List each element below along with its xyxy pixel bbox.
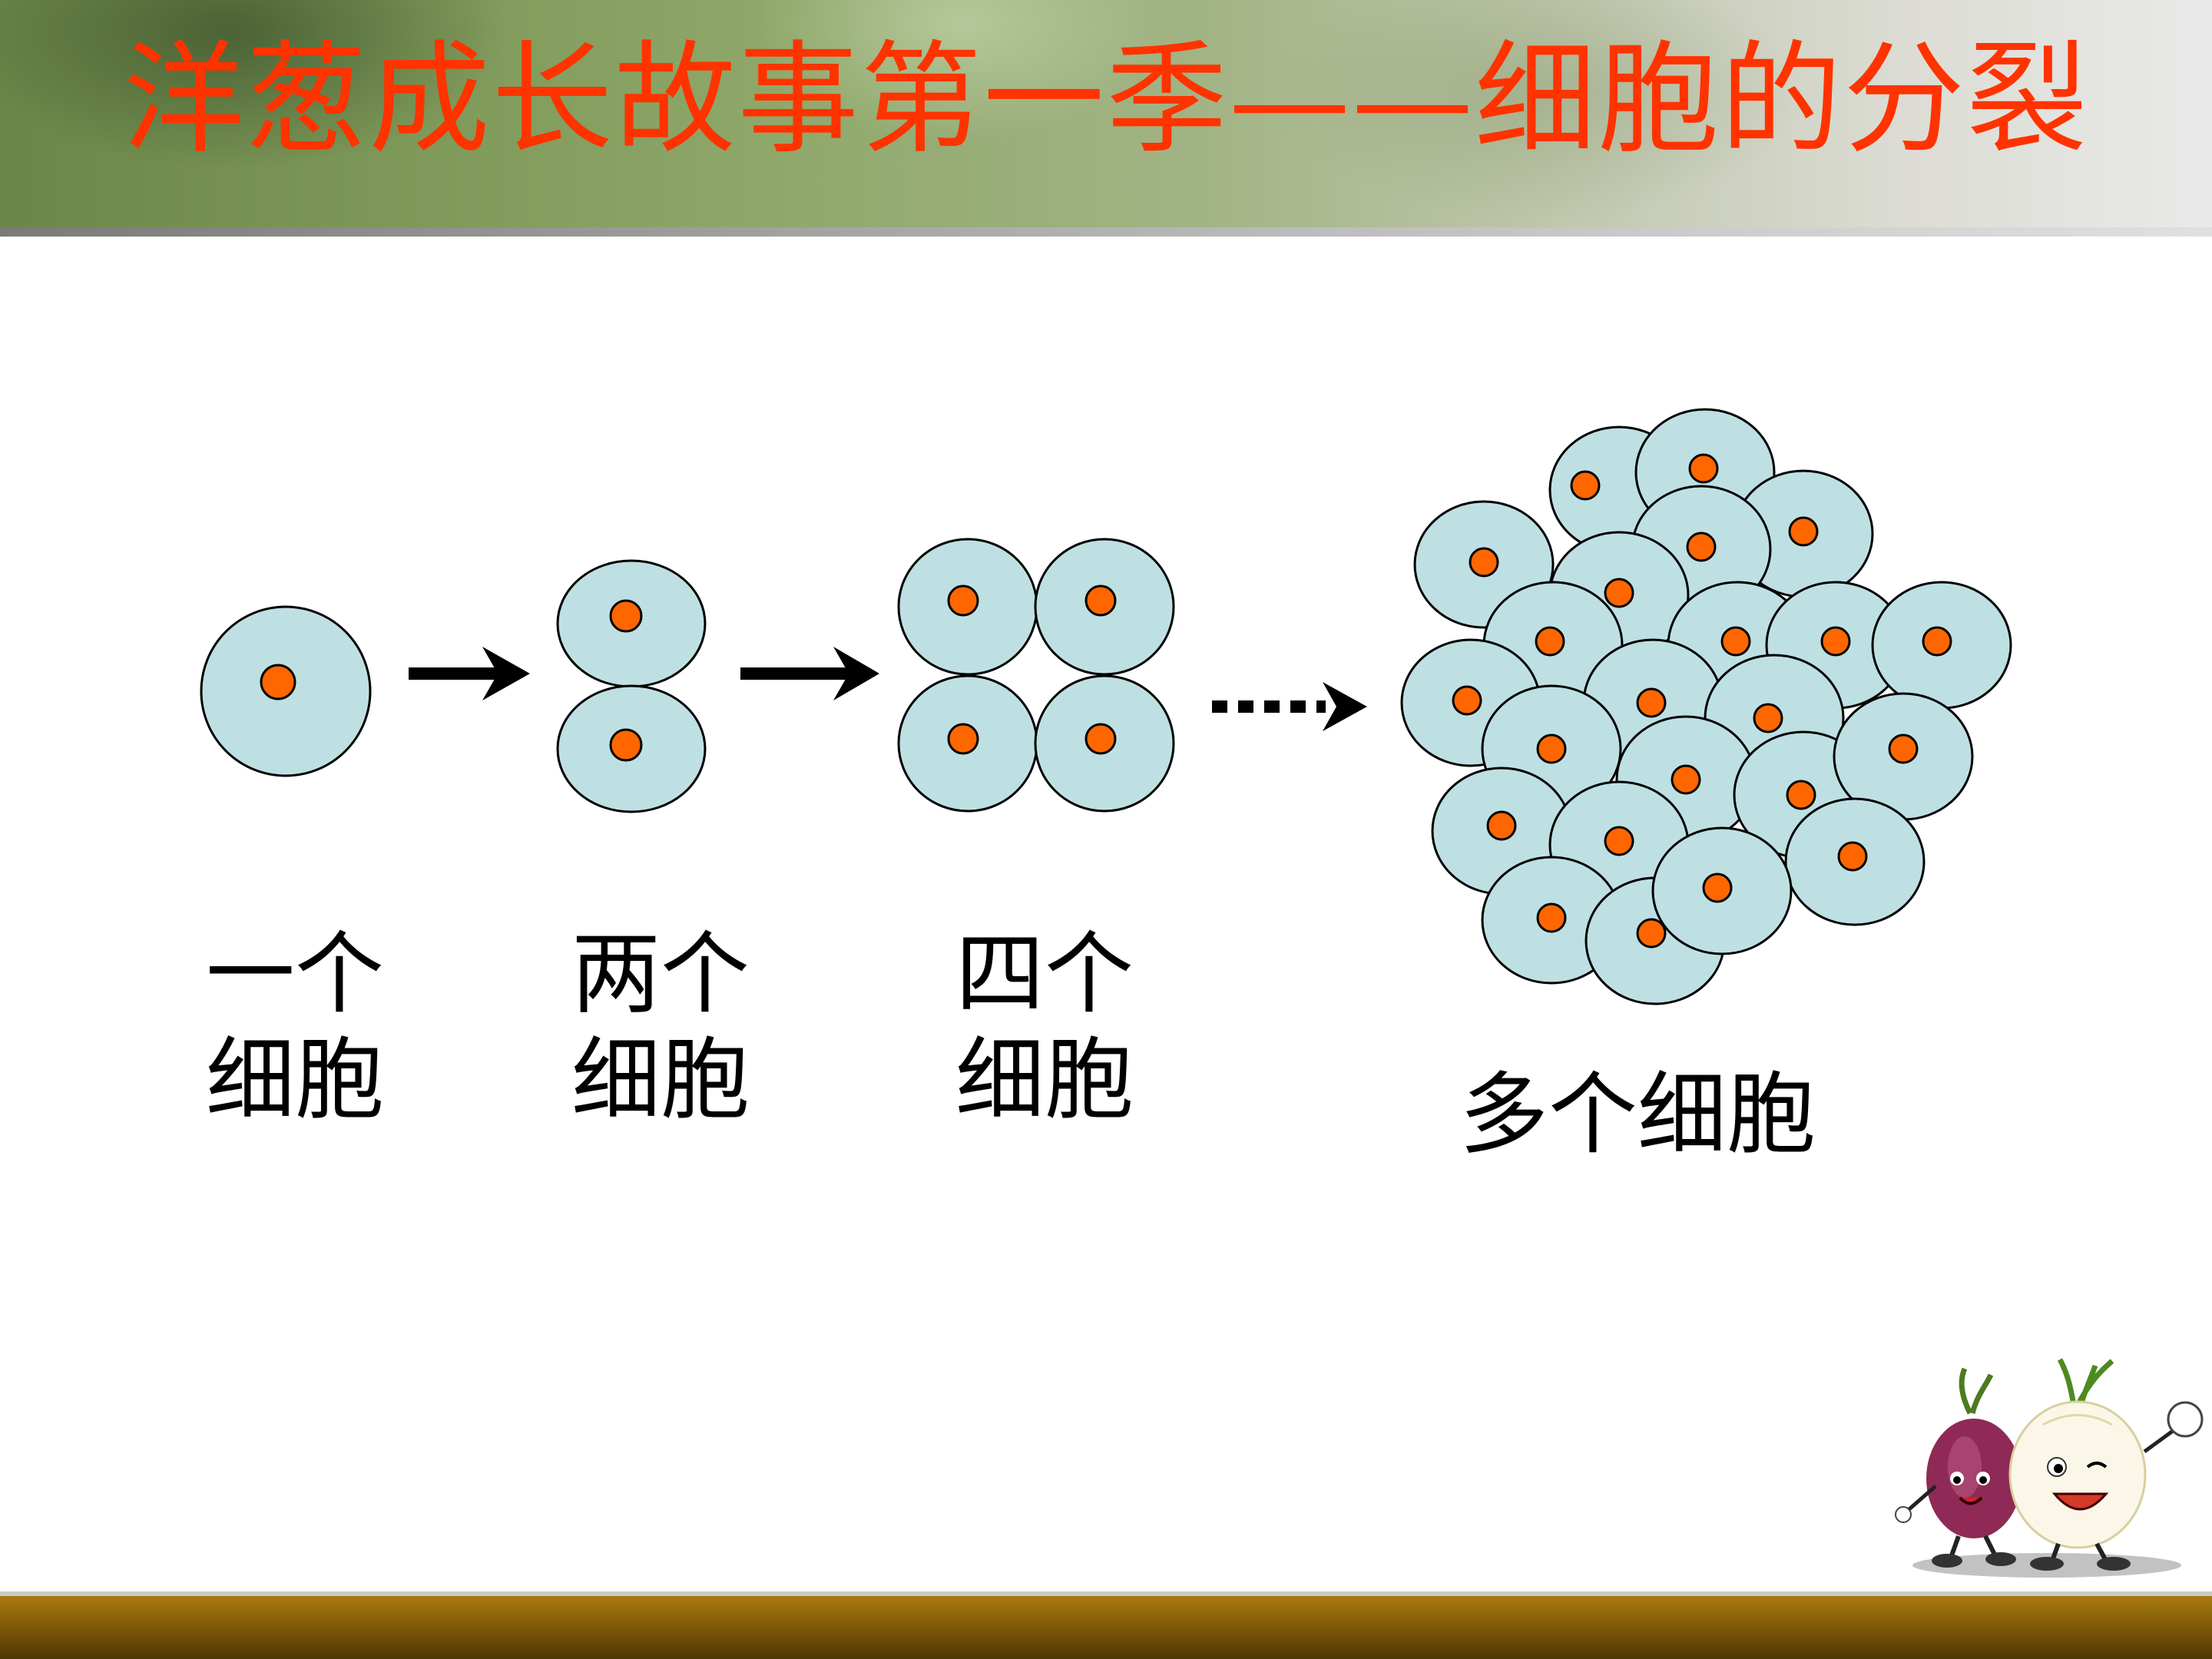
stage-two-cells (556, 559, 707, 813)
nucleus (609, 599, 643, 633)
nucleus (1820, 626, 1851, 657)
nucleus (1570, 470, 1601, 501)
white-onion-mascot-icon (2008, 1358, 2204, 1571)
nucleus (1084, 723, 1117, 755)
nucleus (1888, 733, 1919, 764)
nucleus (1671, 764, 1701, 795)
stage-two-label: 两个 细胞 (571, 922, 756, 1134)
nucleus (1686, 531, 1717, 562)
stage-three-line2: 细胞 (955, 1028, 1134, 1132)
nucleus (1837, 841, 1868, 872)
nucleus (609, 728, 643, 762)
stage-three-label: 四个 细胞 (955, 922, 1140, 1134)
header-divider (0, 227, 2212, 237)
nucleus (1922, 626, 1952, 657)
nucleus (1452, 685, 1482, 716)
footer-bar (0, 1596, 2212, 1659)
header-banner (0, 0, 2212, 227)
nucleus (1720, 626, 1751, 657)
nucleus (1688, 453, 1719, 484)
nucleus (1536, 902, 1567, 933)
nucleus (1536, 733, 1567, 764)
stage-two-line1: 两个 (571, 922, 750, 1026)
nucleus (1604, 578, 1634, 608)
nucleus (1535, 626, 1565, 657)
onion-mascots-image (1895, 1358, 2204, 1578)
stage-one-label: 一个 细胞 (206, 922, 390, 1134)
nucleus (947, 584, 979, 617)
nucleus (1786, 780, 1816, 810)
arrow-right-icon (740, 647, 879, 700)
nucleus (947, 723, 979, 755)
stage-four-cells (897, 538, 1175, 813)
nucleus (1486, 810, 1517, 841)
footer-divider (0, 1591, 2212, 1596)
stage-one-line2: 细胞 (206, 1028, 384, 1132)
stage-four-label: 多个细胞 (1459, 1063, 1816, 1167)
nucleus (1604, 826, 1634, 856)
nucleus (260, 664, 296, 700)
nucleus (1788, 516, 1819, 547)
slide-title: 洋葱成长故事第一季——细胞的分裂 (123, 29, 2089, 171)
nucleus (1084, 584, 1117, 617)
stage-many-nuclei (1452, 453, 1952, 949)
dotted-arrow-icon (1212, 682, 1367, 731)
arrow-right-icon (409, 647, 530, 700)
stage-three-line1: 四个 (955, 922, 1134, 1026)
stage-one-cell (200, 605, 372, 777)
red-onion-mascot-icon (1895, 1367, 2022, 1568)
stage-one-line1: 一个 (206, 922, 384, 1026)
stage-two-line2: 细胞 (571, 1028, 750, 1132)
leaf-background (0, 0, 2212, 227)
nucleus (1469, 547, 1499, 578)
nucleus (1636, 687, 1667, 718)
nucleus (1702, 873, 1733, 903)
stage-many-cells (1400, 408, 2012, 1005)
nucleus (1753, 703, 1783, 733)
nucleus (1636, 918, 1667, 949)
